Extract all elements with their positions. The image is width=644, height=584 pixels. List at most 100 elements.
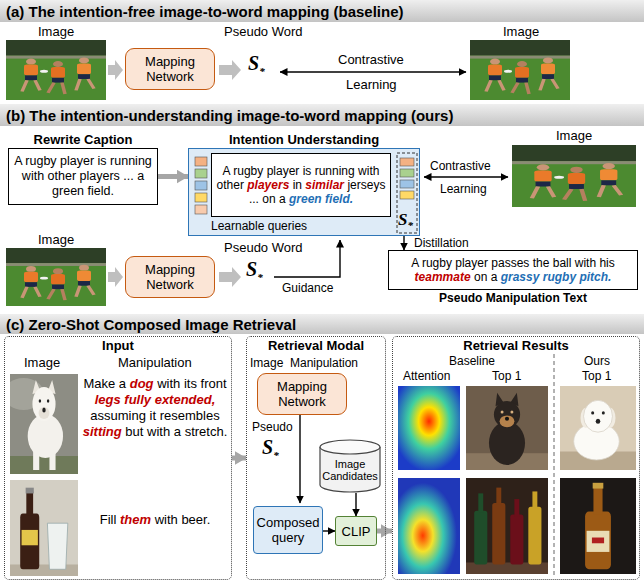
block-arrow — [108, 267, 123, 287]
word: with — [147, 424, 170, 439]
node-text: CLIP — [342, 524, 371, 539]
node-text: A rugby player is running with other pla… — [216, 164, 386, 206]
word: them — [120, 512, 151, 527]
photo-result — [466, 386, 548, 470]
connector-arrow — [355, 493, 356, 516]
svg-shape — [400, 158, 414, 166]
photo-result — [560, 478, 636, 574]
word: a — [279, 192, 286, 206]
photo-rugby — [6, 248, 106, 306]
query-box: Composed query — [253, 506, 323, 554]
word: his — [599, 256, 614, 270]
box-heading: Pseudo Manipulation Text — [379, 291, 644, 305]
word: but — [125, 424, 143, 439]
word: a — [174, 424, 181, 439]
math-symbol: S* — [246, 258, 263, 288]
text-label: Pseudo — [252, 420, 293, 434]
text-label: Image — [24, 355, 60, 370]
connector-arrow — [377, 529, 392, 534]
word: dog — [130, 376, 154, 391]
text-label: Fill them with beer. — [82, 512, 228, 528]
section-band: (c) Zero-Shot Composed Image Retrieval — [0, 314, 644, 334]
node-text: Mapping Network — [262, 379, 342, 409]
word: grassy — [501, 270, 540, 284]
text-label: Image — [38, 232, 74, 247]
word: field. — [325, 192, 353, 206]
panel-title: Retrieval Modal — [247, 337, 385, 353]
word: front — [201, 376, 227, 391]
symbol-letter: S — [398, 210, 407, 229]
text-label: Contrastive — [338, 52, 404, 67]
panel-title: Input — [5, 337, 231, 353]
word: extended, — [155, 392, 216, 407]
svg-shape — [195, 181, 207, 190]
word: A — [411, 256, 418, 270]
word: resembles — [160, 408, 220, 423]
node-text: A rugby player is running with other pla… — [13, 154, 153, 199]
symbol-subscript: * — [257, 271, 263, 283]
word: passes — [491, 256, 529, 270]
text-label: Baseline — [449, 354, 495, 368]
photo-rugby — [512, 145, 636, 207]
block-arrow — [219, 60, 241, 80]
math-symbol: S* — [262, 436, 279, 466]
node-text: Mapping Network — [130, 262, 210, 292]
word: A — [223, 164, 230, 178]
svg-shape — [195, 205, 207, 214]
svg-shape — [400, 169, 414, 177]
caption-box: A rugby player is running with other pla… — [211, 153, 391, 217]
text-label: Learning — [440, 182, 487, 196]
svg-shape — [195, 169, 207, 178]
word: teammate — [415, 270, 471, 284]
double-arrow — [280, 71, 466, 72]
text-label: Image — [250, 356, 283, 370]
word: it — [150, 408, 157, 423]
box-heading: Intention Understanding — [169, 132, 439, 147]
text-label: Attention — [403, 369, 450, 383]
module-box: Intention UnderstandingLearnable queries… — [188, 148, 420, 236]
symbol-letter: S — [262, 436, 273, 458]
section-title: (a) The intention-free image-to-word map… — [0, 3, 404, 20]
model-box: CLIP — [335, 516, 377, 546]
database-cylinder: Image Candidates — [319, 439, 381, 493]
attention-map — [398, 386, 460, 470]
word: ... — [249, 192, 259, 206]
svg-shape — [195, 157, 207, 166]
word: Fill — [100, 512, 117, 527]
word: a — [491, 270, 498, 284]
network-box: Mapping Network — [125, 48, 215, 90]
word: rugby — [543, 270, 576, 284]
text-label: Image — [38, 24, 74, 39]
node-text: Image Candidates — [322, 458, 378, 482]
connector-arrow — [323, 530, 335, 531]
word: with — [575, 256, 596, 270]
attention-map — [398, 478, 460, 574]
svg-shape — [400, 191, 414, 199]
network-box: Mapping Network — [257, 373, 347, 415]
text-label: Make a dog with its front legs fully ext… — [82, 376, 228, 440]
word: legs — [95, 392, 121, 407]
word: Make — [83, 376, 115, 391]
group-panel: Input — [4, 336, 232, 580]
word: running — [315, 164, 355, 178]
symbol-subscript: * — [273, 449, 279, 461]
word: with — [155, 512, 178, 527]
photo-result — [560, 386, 636, 470]
word: stretch. — [185, 424, 228, 439]
block-arrow — [108, 60, 123, 80]
symbol-letter: S — [248, 52, 259, 74]
connector-arrow — [403, 236, 404, 250]
caption-box: A rugby player passes the ball with his … — [388, 250, 638, 290]
connector-arrow — [232, 456, 246, 461]
word: on — [262, 192, 275, 206]
word: player — [267, 164, 300, 178]
text-label: Image — [503, 24, 539, 39]
word: players — [247, 178, 289, 192]
symbol-subscript: * — [259, 65, 265, 77]
symbol-subscript: * — [407, 219, 413, 231]
word: player — [455, 256, 488, 270]
group-panel: Retrieval ModalMapping NetworkImage Cand… — [246, 336, 386, 580]
photo-dog — [3, 374, 78, 474]
section-title: (c) Zero-Shot Composed Image Retrieval — [0, 316, 296, 333]
word: in — [293, 178, 302, 192]
